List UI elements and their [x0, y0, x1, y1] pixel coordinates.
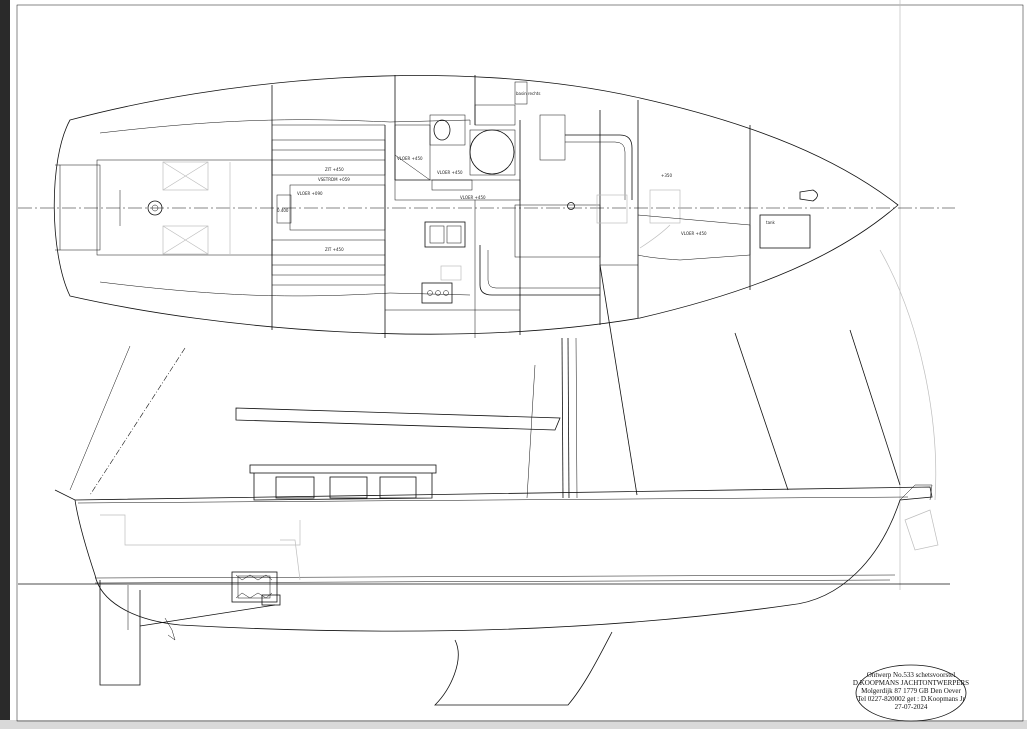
deckhouse-window-2	[329, 476, 368, 499]
mast-step-icon	[567, 202, 575, 210]
accommodation-plan: ZIT +450 VSETRDM +059 VLOER +090 0.400 Z…	[18, 75, 955, 338]
shroud-line	[734, 332, 789, 491]
side-profile	[18, 249, 950, 706]
forward-settee-back	[565, 134, 633, 200]
propeller-shaft	[139, 604, 276, 627]
label-small-dim: 0.400	[277, 208, 289, 213]
keel	[434, 631, 613, 706]
label-vloer-mid-upper: VLOER +450	[397, 156, 423, 161]
title-line-5: 27-07-2024	[895, 703, 928, 711]
label-small-box: basin rechts	[516, 91, 540, 96]
plan-hull-outline	[53, 75, 899, 335]
label-vloer-left: VLOER +090	[297, 191, 323, 196]
boom	[235, 407, 561, 431]
mast	[561, 337, 564, 499]
steering-wheel-icon	[147, 200, 163, 216]
title-line-4: Tel 0227-820002 get : D.Koopmans Jr	[857, 695, 965, 703]
saloon-table	[289, 184, 386, 231]
profile-hull	[54, 486, 933, 632]
drawing-sheet	[10, 0, 1027, 720]
deckhouse-window-1	[275, 476, 315, 499]
label-vloer-center: VLOER +450	[460, 195, 486, 200]
rudder	[99, 580, 141, 686]
galley-sink	[424, 221, 466, 248]
windlass-icon	[799, 189, 818, 202]
title-block-oval	[855, 664, 967, 722]
backstay	[69, 345, 131, 491]
drawing-frame	[16, 4, 1024, 722]
forward-berth	[637, 214, 751, 261]
cockpit-seat-hatch-lower	[162, 225, 209, 255]
label-tank: tank	[766, 220, 776, 225]
cockpit-seat-hatch-upper	[162, 161, 209, 191]
label-fwd-value: +350	[661, 173, 672, 178]
deckhouse	[253, 473, 433, 501]
transom-platform	[59, 164, 101, 251]
navigation-table	[514, 204, 601, 258]
plan-deck-inner-line	[99, 119, 471, 297]
toilet-bowl-icon	[433, 119, 451, 141]
engine-icon	[231, 571, 278, 603]
label-vloer-small: VLOER +450	[437, 170, 463, 175]
round-shower-basin	[469, 129, 515, 175]
anchor-locker	[759, 214, 811, 249]
deckhouse-window-3	[379, 476, 417, 499]
label-vertrek: VSETRDM +059	[318, 177, 350, 182]
galley-stove	[421, 282, 453, 304]
title-line-3: Molgerdijk 87 1779 GB Den Oever	[861, 687, 961, 695]
deckhouse-roof	[249, 464, 437, 474]
title-line-1: Ontwerp No.533 schetsvoorstel	[867, 671, 956, 679]
settee-port	[271, 139, 386, 176]
label-zit-bottom: ZIT +450	[325, 247, 344, 252]
toilet	[429, 114, 466, 146]
label-zit-top: ZIT +450	[325, 167, 344, 172]
title-line-2: D.KOOPMANS JACHTONTWERPERS	[853, 679, 969, 687]
small-cabinet	[514, 81, 528, 105]
dinette-bench	[479, 245, 600, 296]
settee-starboard	[271, 239, 386, 276]
viewer-bottom-strip	[0, 720, 1027, 729]
label-vloer-fwd: VLOER +450	[681, 231, 707, 236]
forestay-line	[599, 264, 638, 496]
title-block: Ontwerp No.533 schetsvoorstel D.KOOPMANS…	[853, 664, 969, 722]
